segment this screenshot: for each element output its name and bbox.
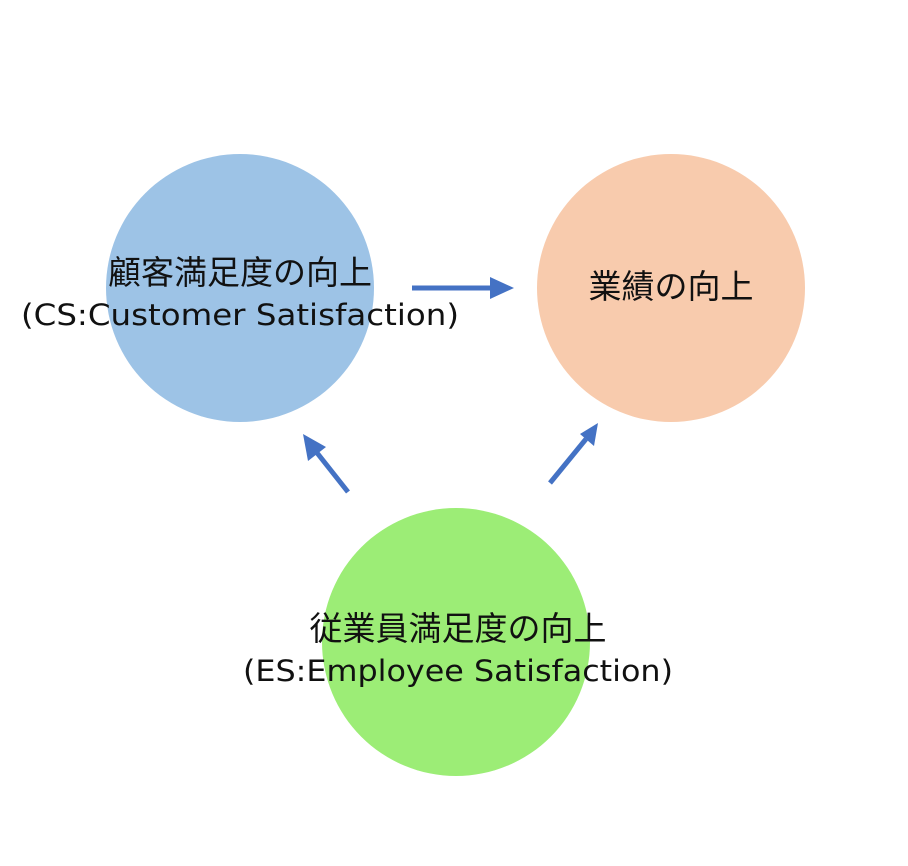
node-employee-satisfaction: 従業員満足度の向上 (ES:Employee Satisfaction) (243, 508, 673, 776)
node-customer-satisfaction-subtitle: (CS:Customer Satisfaction) (21, 298, 459, 332)
node-customer-satisfaction: 顧客満足度の向上 (CS:Customer Satisfaction) (21, 154, 459, 422)
node-performance: 業績の向上 (537, 154, 805, 422)
node-customer-satisfaction-circle (106, 154, 374, 422)
arrow-cs-to-performance (412, 277, 514, 299)
arrows (303, 277, 598, 494)
arrow-es-to-cs (303, 434, 350, 494)
arrow-es-to-performance (548, 423, 598, 485)
node-performance-title: 業績の向上 (589, 267, 754, 306)
node-employee-satisfaction-title: 従業員満足度の向上 (310, 609, 607, 648)
node-performance-circle (537, 154, 805, 422)
node-employee-satisfaction-subtitle: (ES:Employee Satisfaction) (243, 654, 673, 688)
node-employee-satisfaction-circle (322, 508, 590, 776)
node-customer-satisfaction-title: 顧客満足度の向上 (108, 253, 372, 292)
